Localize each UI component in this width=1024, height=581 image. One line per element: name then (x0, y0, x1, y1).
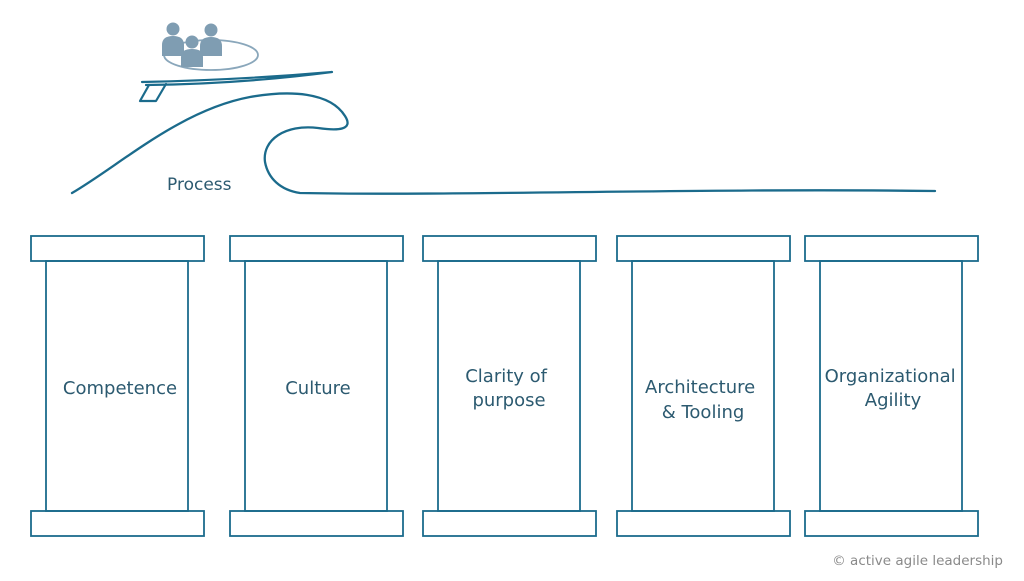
pillar-label-culture: Culture (285, 378, 351, 399)
person-left-icon (162, 22, 184, 56)
process-label: Process (167, 175, 232, 195)
pillar-organizational-agility (804, 235, 979, 537)
pillar-label-competence: Competence (63, 378, 177, 399)
pillar-base (30, 510, 205, 537)
pillar-label-architecture-tooling: Architecture & Tooling (645, 377, 761, 423)
team-people-icon (162, 22, 259, 71)
pillar-base (422, 510, 597, 537)
copyright-notice: © active agile leadership (832, 553, 1003, 569)
surfboard-fin (138, 82, 168, 103)
wave-icon (70, 92, 937, 195)
person-right-icon (200, 23, 222, 56)
pillar-capital (422, 235, 597, 262)
pillar-architecture-tooling (616, 235, 791, 537)
pillar-base (229, 510, 404, 537)
pillar-capital (30, 235, 205, 262)
pillar-competence (30, 235, 205, 537)
pillar-culture (229, 235, 404, 537)
pillar-capital (229, 235, 404, 262)
surfboard-deck (140, 70, 334, 87)
pillar-label-organizational-agility: Organizational Agility (825, 366, 962, 411)
surfboard-icon (138, 70, 334, 103)
pillar-base (616, 510, 791, 537)
pillar-capital (804, 235, 979, 262)
pillar-label-clarity-of-purpose: Clarity of purpose (465, 366, 553, 411)
pillar-base (804, 510, 979, 537)
pillar-clarity-of-purpose (422, 235, 597, 537)
pillar-capital (616, 235, 791, 262)
person-center-icon (181, 35, 203, 67)
